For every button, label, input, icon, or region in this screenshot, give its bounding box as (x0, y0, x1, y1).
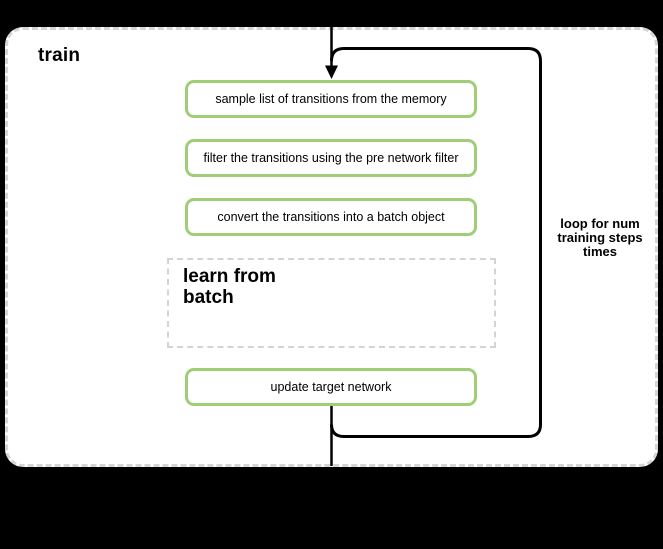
node-label: filter the transitions using the pre net… (203, 151, 459, 165)
loop-frame (330, 47, 542, 438)
node-update-target-network: update target network (185, 368, 477, 406)
loop-annotation: loop for num training steps times (542, 217, 658, 259)
node-convert-batch: convert the transitions into a batch obj… (185, 198, 477, 236)
loop-annotation-line3: times (583, 244, 617, 259)
node-learn-from-batch: learn from batch (167, 258, 496, 348)
loop-annotation-line1: loop for num (560, 216, 640, 231)
node-label: convert the transitions into a batch obj… (217, 210, 445, 224)
node-sample-transitions: sample list of transitions from the memo… (185, 80, 477, 118)
node-label: update target network (270, 380, 392, 394)
arrowhead-down-icon (325, 65, 338, 79)
subprocess-label-line1: learn from (183, 266, 276, 287)
subprocess-label-line2: batch (183, 287, 234, 308)
node-label: sample list of transitions from the memo… (215, 92, 447, 106)
container-title: train (38, 45, 81, 66)
loop-annotation-line2: training steps (557, 230, 643, 245)
node-filter-transitions: filter the transitions using the pre net… (185, 139, 477, 177)
